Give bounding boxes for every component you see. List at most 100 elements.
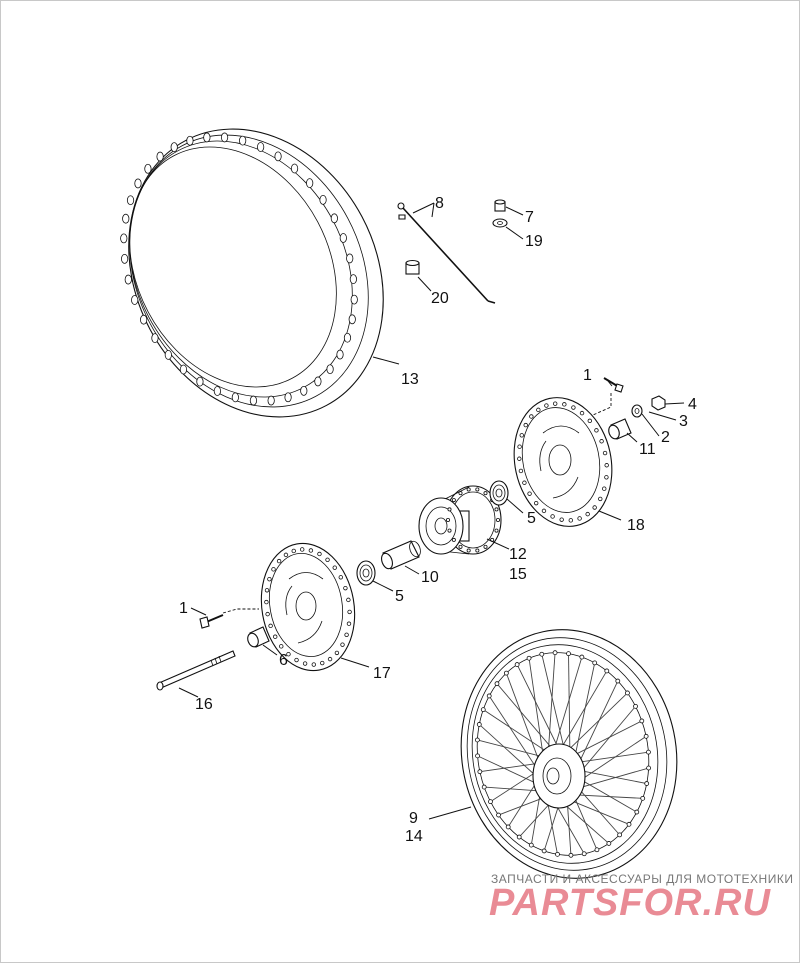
rotor-hole — [302, 661, 308, 666]
rim-hole — [151, 333, 159, 344]
rim-hole — [274, 151, 282, 162]
rim-hole — [336, 349, 344, 360]
rim-hole — [140, 314, 148, 325]
spoke-nipple — [579, 654, 585, 660]
rim-hole — [267, 395, 275, 406]
spoke-nipple — [516, 834, 522, 840]
watermark-tagline: ЗАПЧАСТИ И АКСЕССУАРЫ ДЛЯ МОТОТЕХНИКИ — [491, 872, 793, 886]
wheel-spoke — [550, 656, 583, 760]
callout-4: 4 — [688, 396, 697, 413]
rotor-hole — [585, 511, 590, 517]
watermark: ЗАПЧАСТИ И АКСЕССУАРЫ ДЛЯ МОТОТЕХНИКИ PA… — [489, 872, 793, 924]
spoke-nipple — [555, 851, 560, 857]
hub-hole — [483, 491, 488, 496]
rotor-hole — [276, 558, 282, 564]
rotor-hole — [283, 552, 289, 558]
spoke-nipple — [604, 668, 610, 674]
bolt-part-1-lower — [199, 614, 224, 629]
spoke-nipple — [615, 678, 621, 684]
rotor-hole — [533, 500, 539, 506]
rotor-hole — [334, 650, 340, 656]
spoke-nipple — [474, 737, 480, 743]
rotor-hole — [346, 597, 351, 603]
rotor-hole — [327, 656, 333, 662]
spacer-part-11 — [608, 418, 632, 440]
spoke-nipple — [626, 821, 632, 827]
wheel-spoke — [547, 652, 556, 763]
spoke-nipple — [640, 795, 646, 801]
rim-hole — [164, 349, 172, 360]
rotor-hole — [527, 491, 532, 496]
washer-part-2 — [631, 404, 643, 418]
wheel-spoke — [488, 695, 544, 779]
rotor-hole — [300, 547, 305, 552]
bearing-part-5-left — [356, 560, 376, 586]
hub-part-12 — [418, 485, 502, 555]
rotor-hole — [568, 518, 574, 523]
hub-hole — [447, 528, 452, 533]
nut-part-4 — [651, 395, 666, 411]
spoked-wheel-part-9 — [460, 629, 678, 879]
rotor-hole — [562, 402, 567, 407]
wheel-spoke — [505, 672, 544, 773]
rim-hole — [121, 253, 129, 264]
callout-6: 6 — [279, 652, 288, 669]
callout-14: 14 — [405, 828, 423, 845]
spoke-nipple — [528, 842, 534, 848]
callout-13: 13 — [401, 371, 419, 388]
rim-hole — [213, 386, 221, 396]
rotor-hole — [265, 611, 270, 617]
spoke-nipple — [505, 824, 511, 830]
spoke-nipple — [541, 848, 547, 854]
rotor-hole — [594, 428, 599, 433]
brake-rotor-part-18 — [513, 397, 613, 527]
rotor-hole — [602, 486, 607, 491]
watermark-brand: PARTSFOR.RU — [489, 882, 771, 924]
callout-15: 15 — [509, 566, 527, 583]
rotor-hole — [522, 480, 527, 485]
rim-hole — [231, 392, 239, 403]
hub-hole — [445, 518, 450, 523]
spoke-nipple — [594, 847, 600, 853]
rotor-hole — [286, 652, 291, 657]
rotor-hole — [308, 548, 314, 553]
rotor-hole — [268, 623, 273, 629]
hub-hole — [495, 518, 500, 523]
bearing-part-5-right — [489, 480, 509, 506]
rim-hole — [220, 132, 229, 143]
leader-lines — [178, 202, 685, 820]
rim-hole — [314, 376, 322, 387]
rotor-hole — [598, 496, 603, 502]
callout-5-upper: 5 — [527, 510, 536, 527]
rotor-hole — [579, 410, 585, 416]
rotor-hole — [264, 588, 270, 593]
spoke-nipple — [581, 851, 587, 857]
spoke-nipple — [475, 753, 480, 759]
bolt-part-1-upper — [603, 377, 624, 393]
spoke-nipple — [566, 651, 571, 657]
spoke-nipple — [476, 722, 482, 727]
hub-hole — [451, 537, 456, 542]
callout-16: 16 — [195, 696, 213, 713]
rotor-hole — [523, 422, 528, 428]
spoke-nipple — [644, 781, 650, 786]
spacer-part-10 — [381, 540, 421, 570]
rotor-hole — [604, 463, 609, 468]
rim-hole — [134, 178, 142, 189]
callout-9: 9 — [409, 810, 418, 827]
spoke-nipple — [480, 707, 486, 713]
rotor-hole — [291, 548, 296, 554]
rim-hole — [126, 195, 135, 206]
spacer-part-6 — [247, 626, 270, 648]
callout-3: 3 — [679, 413, 688, 430]
spoke-part-8 — [397, 202, 496, 304]
rotor-hole — [320, 660, 325, 666]
brake-rotor-part-17 — [260, 542, 356, 672]
rotor-hole — [604, 475, 609, 480]
rotor-hole — [517, 456, 522, 461]
rotor-hole — [332, 565, 337, 570]
rotor-hole — [587, 418, 593, 424]
spoke-nipple — [643, 733, 649, 739]
axle-part-16 — [156, 650, 236, 691]
